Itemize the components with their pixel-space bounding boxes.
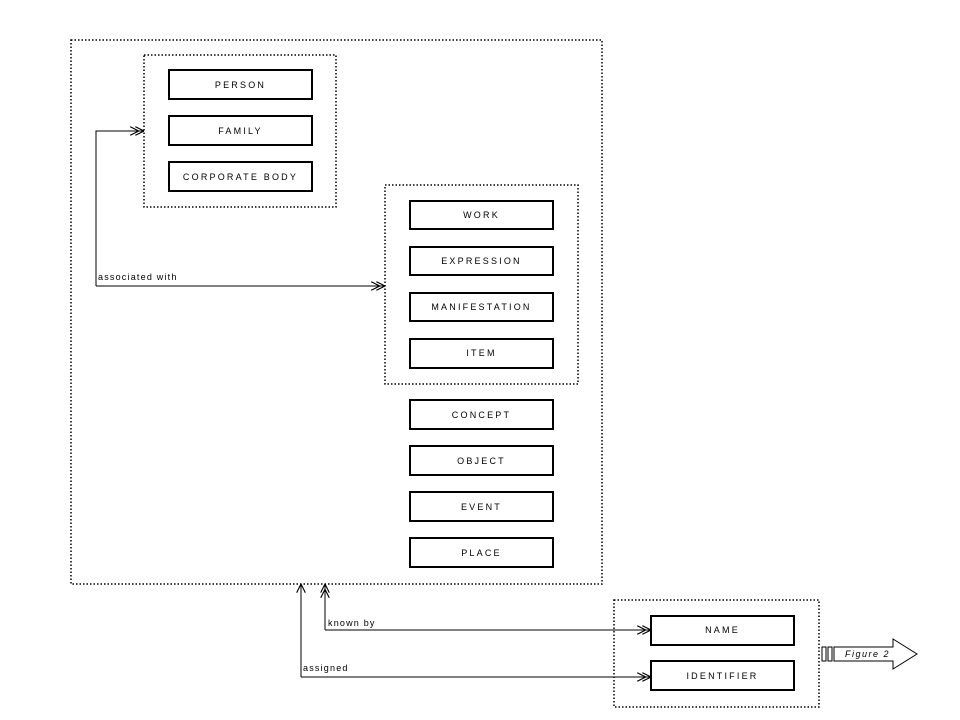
figure-2-continuation-arrow: Figure 2 bbox=[821, 638, 918, 670]
corporate-body-box bbox=[168, 161, 313, 192]
identifier-box bbox=[650, 660, 795, 691]
concept-box bbox=[409, 399, 554, 430]
continuation-arrow-shape bbox=[833, 638, 918, 670]
manifestation-box bbox=[409, 292, 554, 322]
assigned-label: assigned bbox=[303, 663, 349, 673]
item-box bbox=[409, 338, 554, 369]
person-label: PERSON bbox=[215, 80, 266, 90]
appellation-group bbox=[613, 599, 820, 708]
corporate-body-label: CORPORATE BODY bbox=[183, 172, 298, 182]
event-label: EVENT bbox=[461, 502, 502, 512]
associated-with-label: associated with bbox=[98, 272, 178, 282]
associated-with-arrow-to-agents bbox=[95, 131, 144, 286]
object-label: OBJECT bbox=[457, 456, 506, 466]
family-label: FAMILY bbox=[218, 126, 263, 136]
expression-box bbox=[409, 246, 554, 276]
event-box bbox=[409, 491, 554, 522]
known-by-label: known by bbox=[328, 618, 376, 628]
work-label: WORK bbox=[463, 210, 500, 220]
person-box bbox=[168, 69, 313, 100]
work-box bbox=[409, 200, 554, 230]
figure-2-label: Figure 2 bbox=[845, 649, 890, 659]
expression-label: EXPRESSION bbox=[441, 256, 522, 266]
manifestation-label: MANIFESTATION bbox=[431, 302, 531, 312]
place-label: PLACE bbox=[461, 548, 502, 558]
identifier-label: IDENTIFIER bbox=[686, 671, 758, 681]
place-box bbox=[409, 537, 554, 568]
item-label: ITEM bbox=[466, 348, 496, 358]
name-label: NAME bbox=[705, 625, 740, 635]
outer-entity-group bbox=[70, 39, 603, 585]
continuation-bar-1 bbox=[821, 646, 827, 662]
continuation-bar-2 bbox=[827, 646, 833, 662]
family-box bbox=[168, 115, 313, 146]
concept-label: CONCEPT bbox=[452, 410, 511, 420]
agent-group bbox=[143, 54, 337, 208]
object-box bbox=[409, 445, 554, 476]
